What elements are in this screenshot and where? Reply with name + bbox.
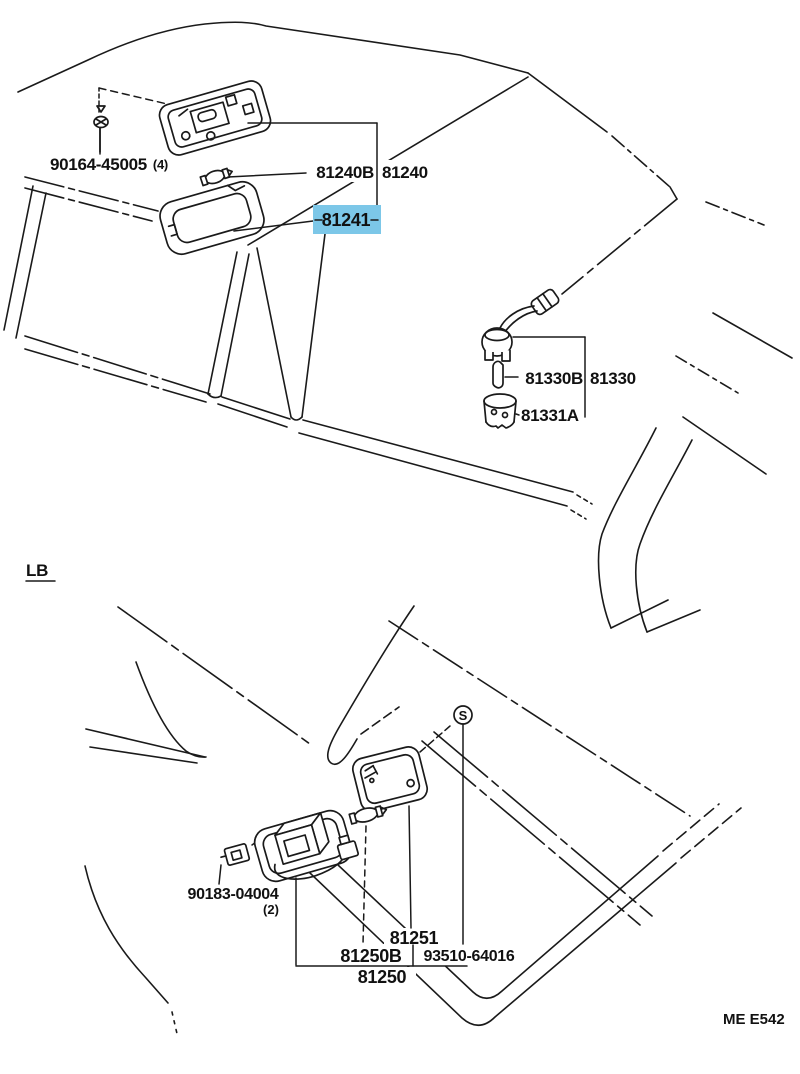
part-highlight[interactable] — [313, 205, 381, 234]
part-label-81330[interactable]: 81330 — [590, 369, 636, 388]
luggage-clip-drawing — [220, 843, 251, 866]
section-label-text: LB — [26, 561, 48, 580]
luggage-lens-drawing — [351, 746, 429, 812]
figure-code: ME E542 — [723, 1011, 785, 1028]
rear-lens-drawing — [483, 393, 517, 429]
car-body-linework-top — [3, 21, 793, 633]
label-backgrounds — [46, 152, 648, 988]
roof-lens-gasket-drawing — [159, 180, 265, 256]
leader-lines — [99, 122, 586, 966]
roof-lamp-drawing — [158, 80, 272, 156]
rear-bulb-drawing — [492, 360, 504, 389]
roof-bulb-drawing — [199, 167, 233, 187]
luggage-bulb-drawing — [348, 805, 388, 825]
part-label-81250B[interactable]: 81250B — [340, 946, 402, 966]
part-label-81250[interactable]: 81250 — [358, 967, 407, 987]
luggage-lamp-drawing — [253, 809, 360, 883]
highlighted-part-81241[interactable]: 81241 — [313, 205, 381, 234]
part-label-81240[interactable]: 81240 — [382, 163, 428, 182]
part-label-81251[interactable]: 81251 — [390, 928, 439, 948]
section-label: LB — [25, 561, 56, 582]
screw-marker-S: S — [453, 705, 473, 725]
part-label-90164-45005[interactable]: 90164-45005(4) — [50, 155, 168, 174]
car-body-linework-bottom — [84, 605, 742, 1039]
screw-locator-dash2 — [98, 87, 181, 108]
part-label-93510-64016[interactable]: 93510-64016 — [423, 948, 515, 965]
part-label-81240B[interactable]: 81240B — [316, 163, 374, 182]
part-label-81330B[interactable]: 81330B — [525, 369, 583, 388]
rear-lamp-socket-drawing — [481, 288, 560, 362]
part-qty-2: (2) — [263, 902, 279, 917]
roof-screw-drawing — [93, 105, 109, 153]
part-label-81331A[interactable]: 81331A — [521, 406, 579, 425]
part-label-90183-04004[interactable]: 90183-04004 — [187, 886, 279, 903]
svg-text:S: S — [459, 708, 468, 723]
part-labels: 90164-45005(4) 81240B 81240 81241 81330B… — [25, 155, 785, 1028]
part-label-81241[interactable]: 81241 — [322, 210, 371, 230]
